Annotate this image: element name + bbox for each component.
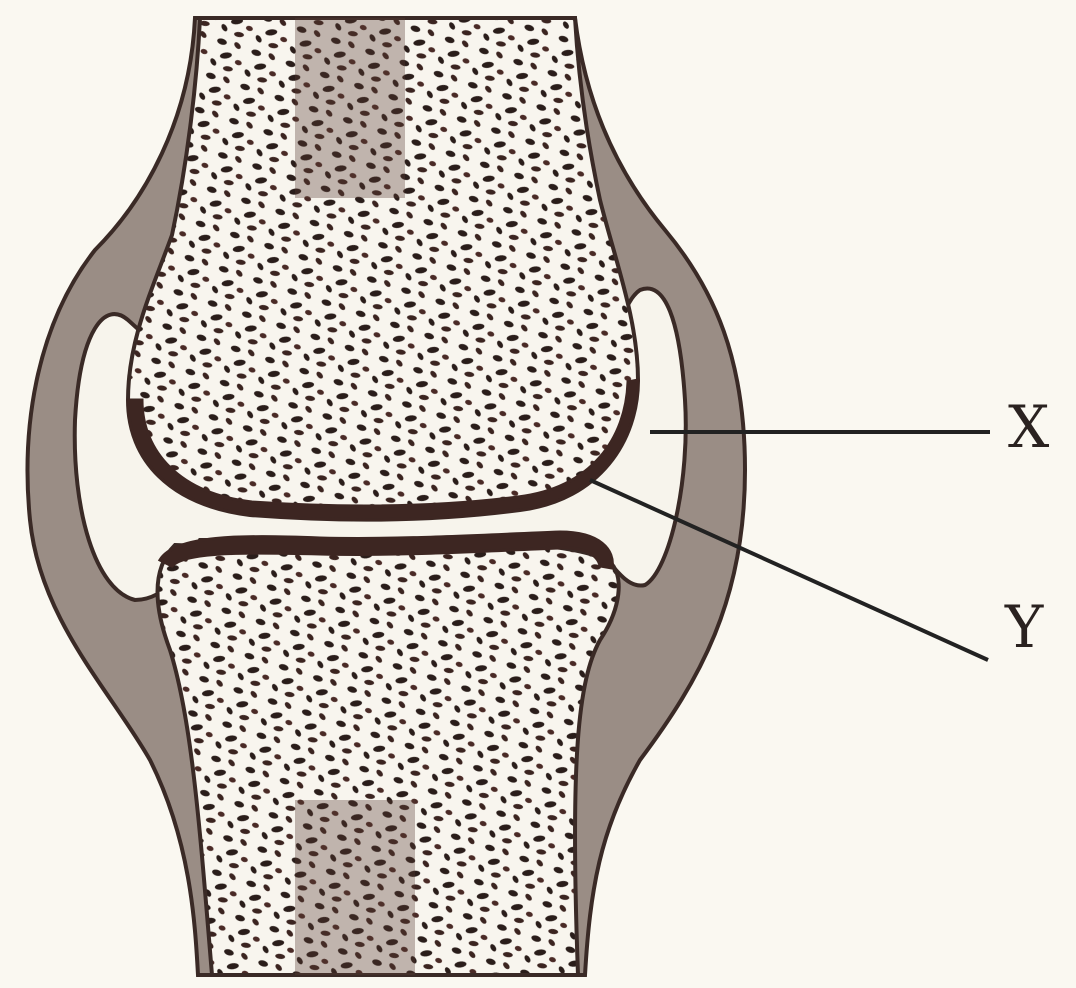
label-y: Y bbox=[1004, 593, 1044, 661]
lower-bone bbox=[158, 543, 619, 975]
upper-bone bbox=[128, 18, 638, 520]
label-x: X bbox=[1008, 393, 1050, 461]
